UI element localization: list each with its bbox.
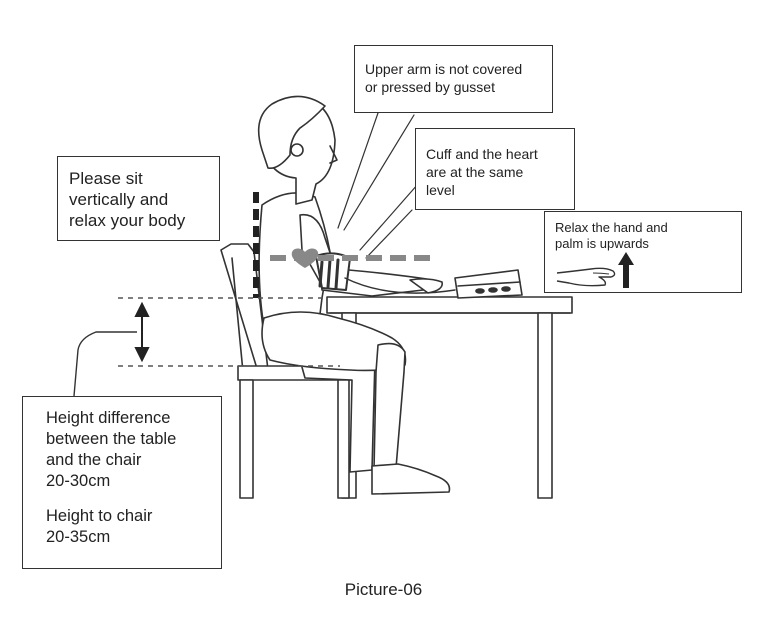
height-pointer-line (73, 331, 137, 397)
sit-vertically-label-box: Please sit vertically and relax your bod… (57, 156, 220, 241)
height-info-label-box: Height difference between the table and … (22, 396, 222, 569)
person (257, 95, 456, 495)
blood-pressure-monitor (454, 269, 523, 299)
upper-arm-label-box: Upper arm is not covered or pressed by g… (354, 45, 553, 113)
palm-up-hand-icon (556, 267, 616, 287)
pointer-lines (337, 112, 419, 259)
height-guides (118, 297, 340, 367)
cuff-heart-label: Cuff and the heart are at the same level (426, 146, 538, 198)
cuff-heart-label-box: Cuff and the heart are at the same level (415, 128, 575, 210)
upper-arm-label: Upper arm is not covered or pressed by g… (365, 61, 523, 95)
height-difference-label: Height difference between the table and … (46, 409, 177, 490)
sit-vertically-label: Please sit vertically and relax your bod… (69, 169, 186, 230)
height-chair-label: Height to chair 20-35cm (46, 507, 153, 546)
relax-hand-label: Relax the hand and palm is upwards (555, 220, 668, 251)
figure-caption: Picture-06 (344, 580, 423, 599)
relax-hand-label-box: Relax the hand and palm is upwards (544, 211, 742, 293)
chair (220, 243, 361, 499)
heart-icon (291, 248, 319, 268)
double-arrow-icon (134, 301, 150, 363)
up-arrow-icon (618, 252, 634, 288)
